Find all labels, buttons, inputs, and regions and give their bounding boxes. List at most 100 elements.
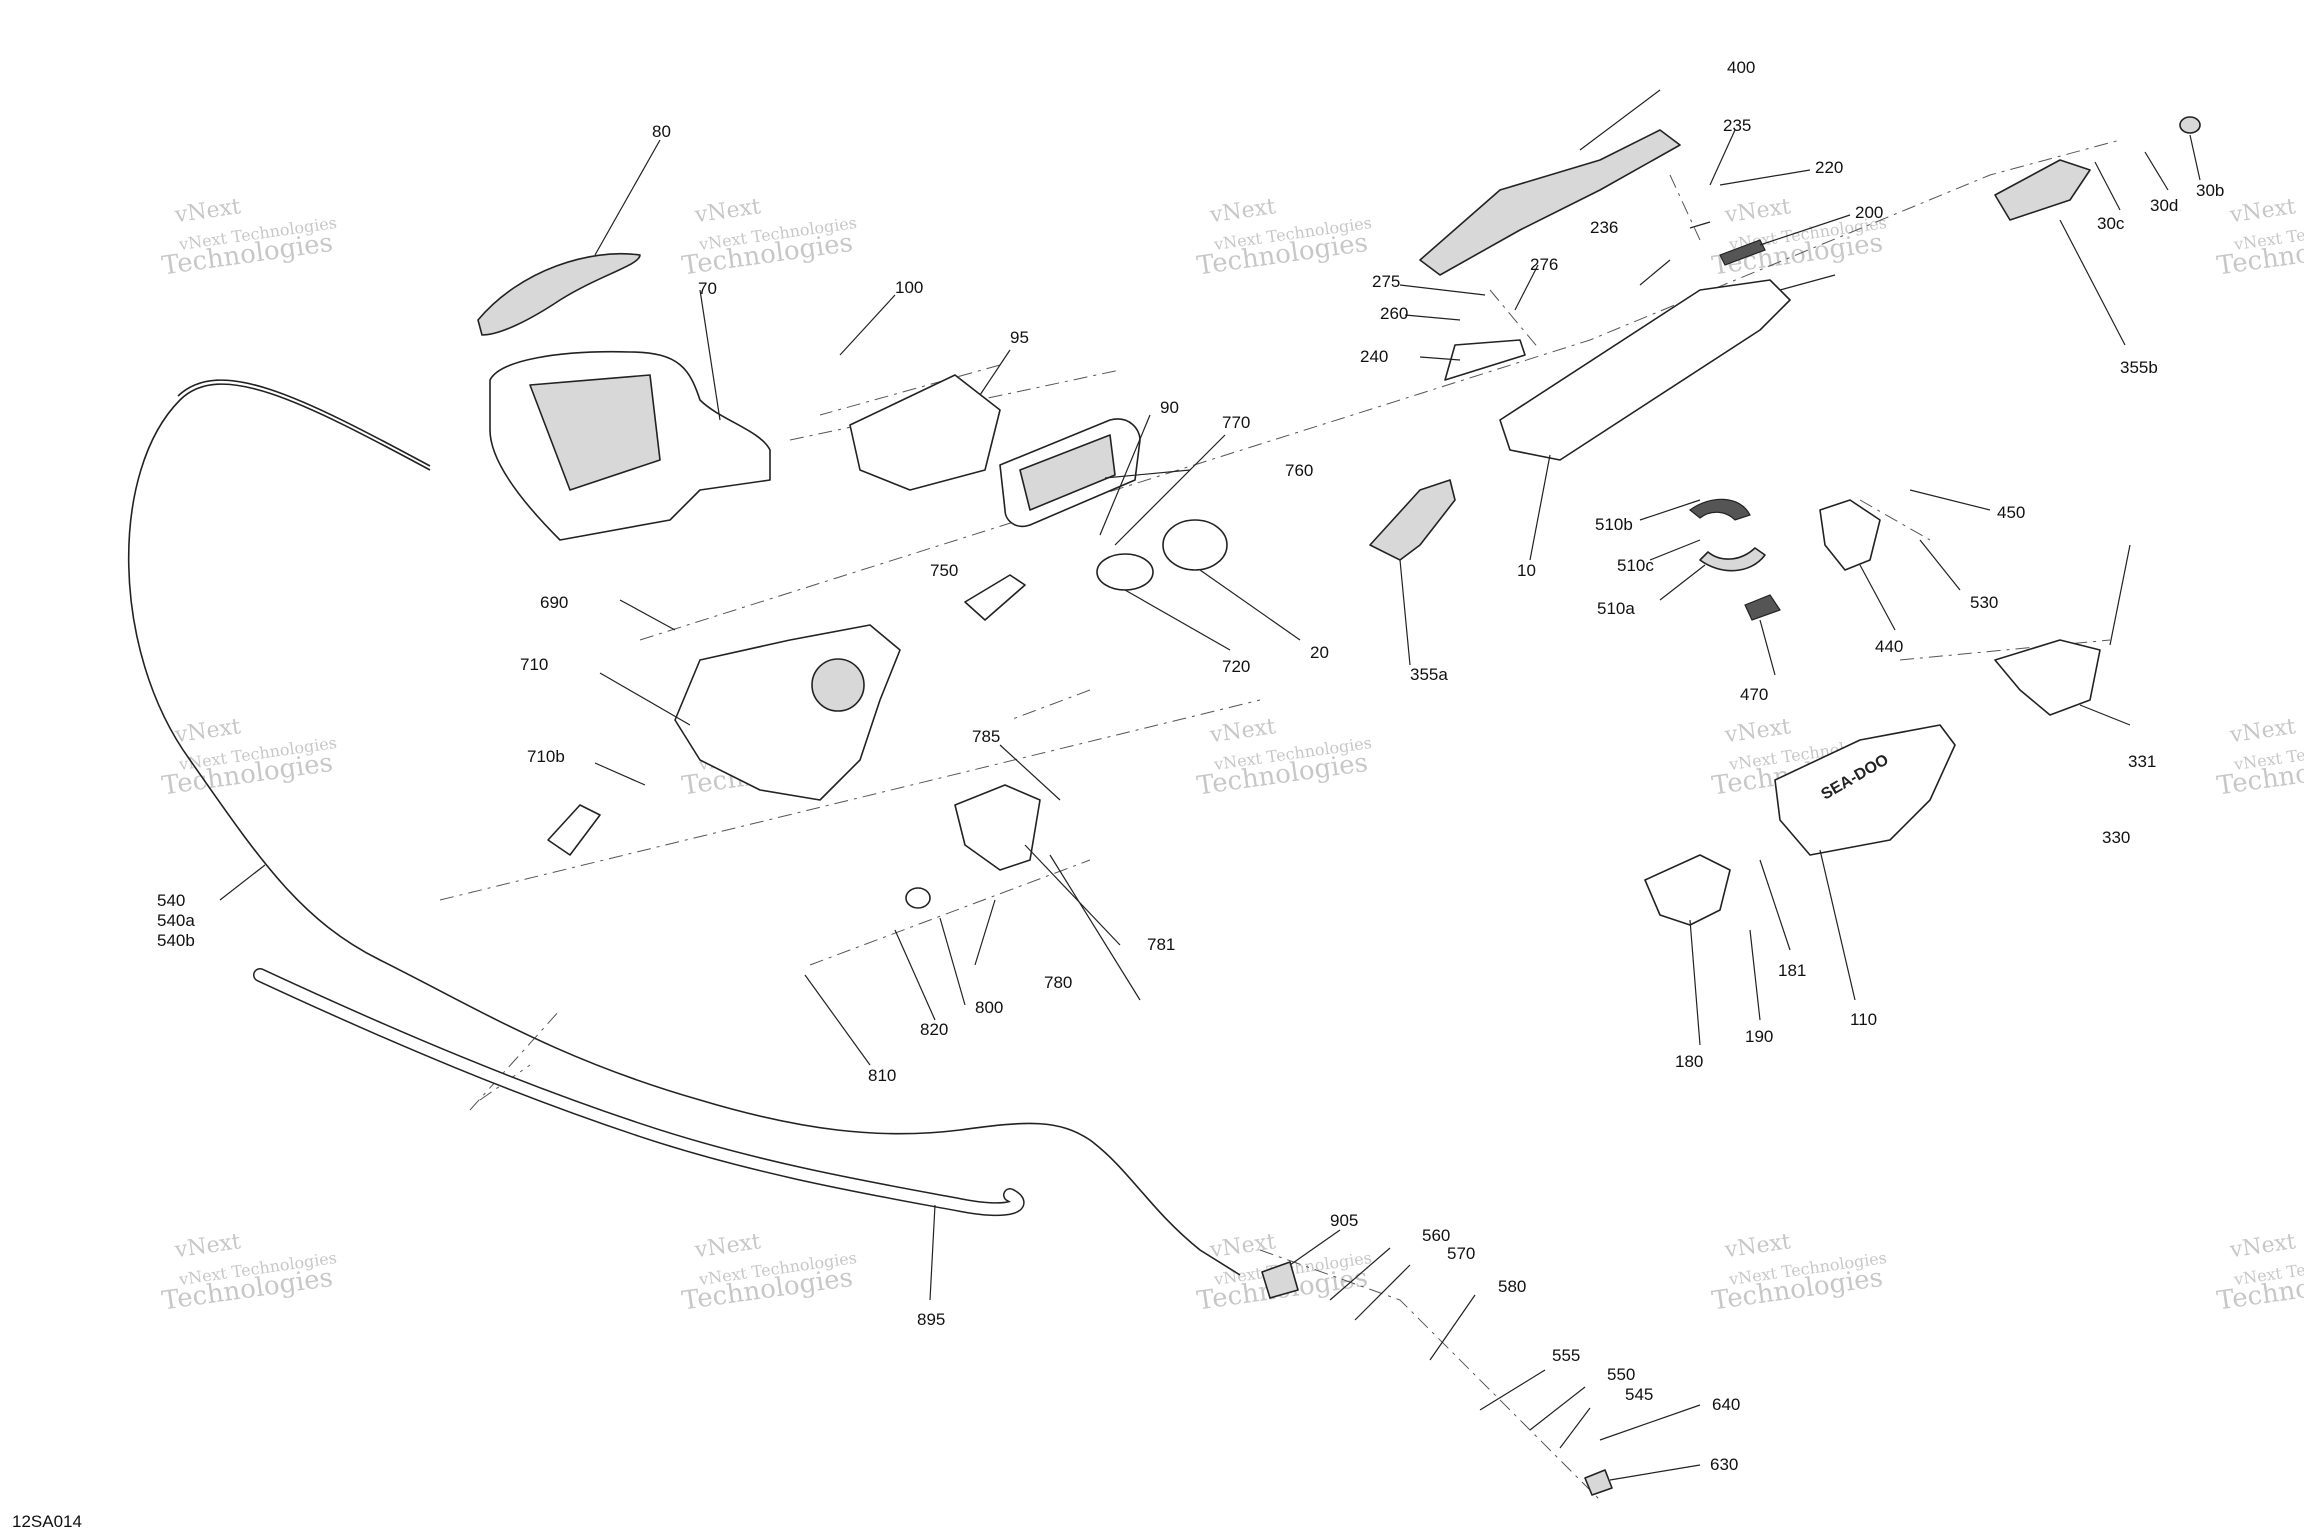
watermark-tile: vNext vNext Technologies Technologies xyxy=(1195,194,1373,281)
label-95: 95 xyxy=(1010,328,1029,347)
label-180: 180 xyxy=(1675,1052,1703,1071)
label-555: 555 xyxy=(1552,1346,1580,1365)
label-905: 905 xyxy=(1330,1211,1358,1230)
label-640: 640 xyxy=(1712,1395,1740,1414)
watermark-overlay: vNext xyxy=(1207,194,1277,228)
watermark-tile: vNext vNext Technologies Technologies xyxy=(680,1229,858,1316)
label-760: 760 xyxy=(1285,461,1313,480)
parts-layer: SEA-DOO xyxy=(477,116,2201,1496)
protective-hose xyxy=(253,968,1025,1217)
watermark-overlay: vNext xyxy=(1207,714,1277,748)
label-220: 220 xyxy=(1815,158,1843,177)
part-lower-console-opening xyxy=(811,658,865,712)
label-710: 710 xyxy=(520,655,548,674)
label-570: 570 xyxy=(1447,1244,1475,1263)
watermark-tile: vNext vNext Technologies Technologies xyxy=(160,194,338,281)
label-710b: 710b xyxy=(527,747,565,766)
label-540: 540 xyxy=(157,891,185,910)
watermark-overlay: vNext xyxy=(1207,1229,1277,1263)
label-400: 400 xyxy=(1727,58,1755,77)
part-retaining-ring xyxy=(1162,519,1228,571)
watermark-overlay: vNext xyxy=(1722,1229,1792,1263)
part-bushing xyxy=(964,574,1026,621)
watermark-tile: vNext vNext Technologies Technologies xyxy=(160,714,338,801)
watermark-tile: vNext vNext Technologies Technologies xyxy=(1710,194,1888,281)
part-end-cap xyxy=(2179,116,2201,134)
watermark-tile: vNext vNext Technologies Technologies xyxy=(2215,714,2304,801)
part-labels: 80 70 100 95 90 770 760 750 720 20 355a … xyxy=(157,58,2224,1474)
label-780: 780 xyxy=(1044,973,1072,992)
part-clamp-lower xyxy=(1699,547,1766,572)
label-550: 550 xyxy=(1607,1365,1635,1384)
label-540b: 540b xyxy=(157,931,195,950)
label-450: 450 xyxy=(1997,503,2025,522)
part-right-switch-cover xyxy=(1994,639,2101,716)
label-355b: 355b xyxy=(2120,358,2158,377)
watermark-layer: vNext vNext Technologies Technologies vN… xyxy=(160,194,2304,1316)
label-580: 580 xyxy=(1498,1277,1526,1296)
label-470: 470 xyxy=(1740,685,1768,704)
label-895: 895 xyxy=(917,1310,945,1329)
label-510a: 510a xyxy=(1597,599,1635,618)
watermark-tile: vNext vNext Technologies Technologies xyxy=(160,1229,338,1316)
label-200: 200 xyxy=(1855,203,1883,222)
part-boot xyxy=(547,804,601,856)
label-530: 530 xyxy=(1970,593,1998,612)
label-785: 785 xyxy=(972,727,1000,746)
label-235: 235 xyxy=(1723,116,1751,135)
label-540a: 540a xyxy=(157,911,195,930)
part-left-grip xyxy=(1369,479,1456,561)
label-820: 820 xyxy=(920,1020,948,1039)
watermark-overlay: vNext xyxy=(2227,714,2297,748)
watermark-tile: vNext vNext Technologies Technologies xyxy=(2215,1229,2304,1316)
watermark-overlay: vNext xyxy=(172,194,242,228)
watermark-overlay: vNext xyxy=(2227,1229,2297,1263)
part-steering-column-shaft xyxy=(1779,274,1836,291)
watermark-overlay: vNext xyxy=(172,1229,242,1263)
label-545: 545 xyxy=(1625,1385,1653,1404)
label-260: 260 xyxy=(1380,304,1408,323)
label-236: 236 xyxy=(1590,218,1618,237)
label-100: 100 xyxy=(895,278,923,297)
label-510b: 510b xyxy=(1595,515,1633,534)
part-display-bezel-screen xyxy=(1019,434,1116,511)
watermark-overlay: vNext xyxy=(692,1229,762,1263)
part-clamp-upper xyxy=(1689,498,1751,521)
part-instrument-housing-window xyxy=(529,374,661,491)
part-lever xyxy=(1444,339,1526,381)
label-276: 276 xyxy=(1530,255,1558,274)
label-810: 810 xyxy=(868,1066,896,1085)
watermark-overlay: vNext xyxy=(2227,194,2297,228)
label-560: 560 xyxy=(1422,1226,1450,1245)
watermark-tile: vNext vNext Technologies Technologies xyxy=(680,194,858,281)
label-30c: 30c xyxy=(2097,214,2125,233)
part-left-switch-housing xyxy=(1644,854,1731,926)
throttle-cable xyxy=(127,379,1241,1276)
label-275: 275 xyxy=(1372,272,1400,291)
label-70: 70 xyxy=(698,279,717,298)
watermark-overlay: vNext xyxy=(1722,194,1792,228)
part-clamp xyxy=(1096,553,1154,591)
part-clip xyxy=(1719,239,1766,266)
label-90: 90 xyxy=(1160,398,1179,417)
watermark-overlay: vNext xyxy=(692,194,762,228)
label-781: 781 xyxy=(1147,935,1175,954)
part-end-fitting xyxy=(1584,1469,1613,1496)
part-steering-column xyxy=(1499,279,1791,461)
part-right-grip xyxy=(1994,159,2091,221)
label-720: 720 xyxy=(1222,657,1250,676)
label-181: 181 xyxy=(1778,961,1806,980)
part-connector xyxy=(905,887,931,909)
part-upper-cover xyxy=(1419,129,1681,276)
part-front-cover xyxy=(1774,724,1956,856)
label-110: 110 xyxy=(1850,1010,1877,1029)
label-20: 20 xyxy=(1310,643,1329,662)
label-30b: 30b xyxy=(2196,181,2224,200)
label-630: 630 xyxy=(1710,1455,1738,1474)
label-440: 440 xyxy=(1875,637,1903,656)
watermark-overlay: vNext xyxy=(172,714,242,748)
label-355a: 355a xyxy=(1410,665,1448,684)
label-30d: 30d xyxy=(2150,196,2178,215)
label-510c: 510c xyxy=(1617,556,1654,575)
diagram-code: 12SA014 xyxy=(12,1512,82,1531)
